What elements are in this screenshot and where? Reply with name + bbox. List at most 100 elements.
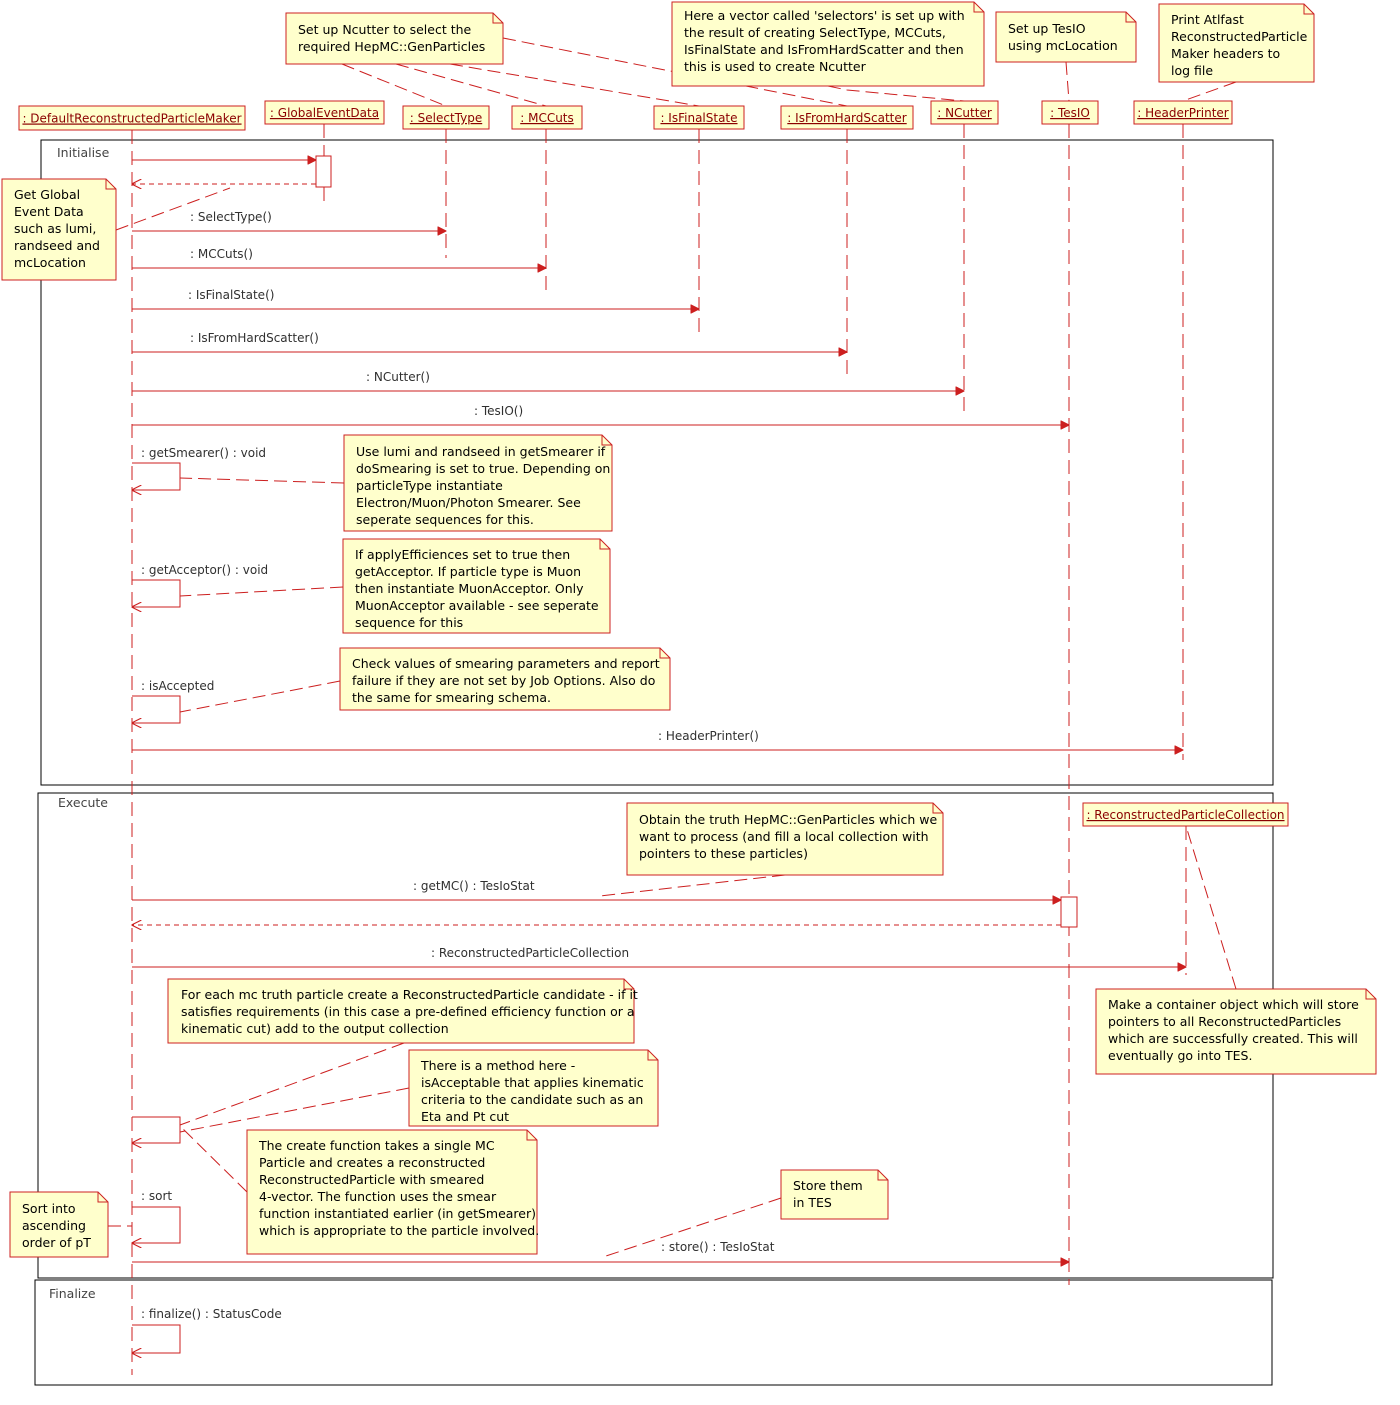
message-label: : IsFinalState(): [188, 288, 274, 302]
connector-container: [1185, 825, 1237, 990]
message-store[interactable]: : store() : TesIoStat: [132, 1240, 1069, 1262]
note-print[interactable]: Print AtlfastReconstructedParticleMaker …: [1158, 3, 1315, 83]
note-folded-corner: [659, 648, 670, 659]
message-isacc[interactable]: : isAccepted: [132, 679, 214, 723]
note-check[interactable]: Check values of smearing parameters and …: [339, 647, 671, 711]
note-line: Sort into: [22, 1201, 76, 1216]
note-method[interactable]: There is a method here -isAcceptable tha…: [408, 1049, 659, 1127]
note-line: this is used to create Ncutter: [684, 59, 867, 74]
note-folded-corner: [973, 2, 984, 13]
message-st[interactable]: : SelectType(): [132, 210, 446, 231]
note-line: Use lumi and randseed in getSmearer if: [356, 444, 606, 459]
lifeline-hp[interactable]: : HeaderPrinter: [1133, 100, 1233, 760]
self-message-loop: [132, 462, 181, 490]
note-line: Electron/Muon/Photon Smearer. See: [356, 495, 581, 510]
lifeline-nc[interactable]: : NCutter: [930, 100, 999, 415]
message-label: : sort: [141, 1189, 172, 1203]
note-folded-corner: [97, 1192, 108, 1203]
note-create[interactable]: The create function takes a single MC Par…: [246, 1129, 539, 1255]
frame-border: [40, 139, 1274, 786]
message-tes[interactable]: : TesIO(): [132, 404, 1069, 425]
lifeline-ged[interactable]: : GlobalEventData: [264, 100, 385, 208]
note-box: [285, 12, 504, 65]
message-accept[interactable]: : getAcceptor() : void: [132, 563, 268, 607]
lifeline-st[interactable]: : SelectType: [402, 105, 490, 258]
note-line: 4-vector. The function uses the smear: [259, 1189, 497, 1204]
connector-store: [605, 1197, 782, 1257]
message-label: : TesIO(): [474, 404, 523, 418]
frame-initialise: Initialise: [40, 139, 1274, 786]
message-hp[interactable]: : HeaderPrinter(): [132, 729, 1183, 750]
message-label: : MCCuts(): [190, 247, 253, 261]
note-line: The create function takes a single MC: [258, 1138, 495, 1153]
note-line: randseed and: [14, 238, 100, 253]
note-box: [342, 538, 611, 634]
message-getmc[interactable]: : getMC() : TesIoStat: [132, 879, 1061, 900]
note-line: getAcceptor. If particle type is Muon: [355, 564, 581, 579]
note-line: ReconstructedParticle with smeared: [259, 1172, 484, 1187]
note-smear[interactable]: Use lumi and randseed in getSmearer ifdo…: [343, 434, 613, 532]
message-sort[interactable]: : sort: [132, 1189, 181, 1243]
message-label: : ReconstructedParticleCollection: [431, 946, 629, 960]
message-rpc[interactable]: : ReconstructedParticleCollection: [132, 946, 1186, 967]
note-line: failure if they are not set by Job Optio…: [352, 673, 655, 688]
note-box: [1, 178, 117, 281]
lifeline-ifs[interactable]: : IsFinalState: [653, 105, 745, 333]
lifeline-mcc[interactable]: : MCCuts: [511, 105, 583, 292]
message-mcc[interactable]: : MCCuts(): [132, 247, 546, 268]
lifeline-head-box[interactable]: [1133, 100, 1233, 125]
lifeline-head-box[interactable]: [18, 105, 246, 131]
note-obtain[interactable]: Obtain the truth HepMC::GenParticles whi…: [626, 802, 944, 876]
note-line: ReconstructedParticle: [1171, 29, 1308, 44]
message-ifh[interactable]: : IsFromHardScatter(): [132, 331, 847, 352]
lifeline-label: : GlobalEventData: [270, 106, 379, 120]
connector-print: [1182, 81, 1237, 102]
lifeline-tes[interactable]: : TesIO: [1041, 100, 1099, 1285]
message-label: : IsFromHardScatter(): [190, 331, 319, 345]
lifeline-rpc[interactable]: : ReconstructedParticleCollection: [1082, 802, 1289, 975]
note-line: using mcLocation: [1008, 38, 1118, 53]
note-line: Check values of smearing parameters and …: [352, 656, 660, 671]
note-line: Particle and creates a reconstructed: [259, 1155, 485, 1170]
lifeline-drpm[interactable]: : DefaultReconstructedParticleMaker: [18, 105, 246, 1375]
frame-label: Execute: [58, 795, 108, 810]
message-smear[interactable]: : getSmearer() : void: [132, 446, 266, 490]
activation-tesio: [1060, 896, 1078, 928]
message-label: : NCutter(): [366, 370, 430, 384]
lifeline-head-box[interactable]: [402, 105, 490, 130]
note-folded-corner: [599, 539, 610, 550]
lifeline-label: : TesIO: [1050, 106, 1090, 120]
note-line: eventually go into TES.: [1108, 1048, 1252, 1063]
lifeline-label: : ReconstructedParticleCollection: [1086, 808, 1284, 822]
note-folded-corner: [105, 179, 116, 190]
lifeline-head-box[interactable]: [1082, 802, 1289, 827]
connector-global: [115, 187, 231, 231]
lifeline-head-box[interactable]: [264, 100, 385, 125]
note-line: seperate sequences for this.: [356, 512, 534, 527]
note-line: Set up TesIO: [1008, 21, 1086, 36]
lifeline-head-box[interactable]: [511, 105, 583, 130]
note-line: pointers to all ReconstructedParticles: [1108, 1014, 1341, 1029]
lifeline-label: : IsFinalState: [660, 111, 737, 125]
note-tesio[interactable]: Set up TesIO using mcLocation: [995, 11, 1137, 63]
note-line: the result of creating SelectType, MCCut…: [684, 25, 946, 40]
message-final[interactable]: : finalize() : StatusCode: [132, 1307, 282, 1353]
note-vector[interactable]: Here a vector called 'selectors' is set …: [671, 1, 985, 87]
message-ifs[interactable]: : IsFinalState(): [132, 288, 699, 309]
note-accept[interactable]: If applyEfficiences set to true thengetA…: [342, 538, 611, 634]
note-line: such as lumi,: [14, 221, 96, 236]
note-foreach[interactable]: For each mc truth particle create a Reco…: [167, 978, 638, 1044]
note-line: criteria to the candidate such as an: [421, 1092, 643, 1107]
note-folded-corner: [623, 979, 634, 990]
message-create[interactable]: [132, 1116, 181, 1143]
lifeline-head-box[interactable]: [930, 100, 999, 125]
lifeline-ifh[interactable]: : IsFromHardScatter: [780, 105, 914, 375]
note-line: log file: [1171, 63, 1213, 78]
lifeline-head-box[interactable]: [1041, 100, 1099, 125]
note-container[interactable]: Make a container object which will store…: [1095, 988, 1377, 1075]
message-nc[interactable]: : NCutter(): [132, 370, 964, 391]
